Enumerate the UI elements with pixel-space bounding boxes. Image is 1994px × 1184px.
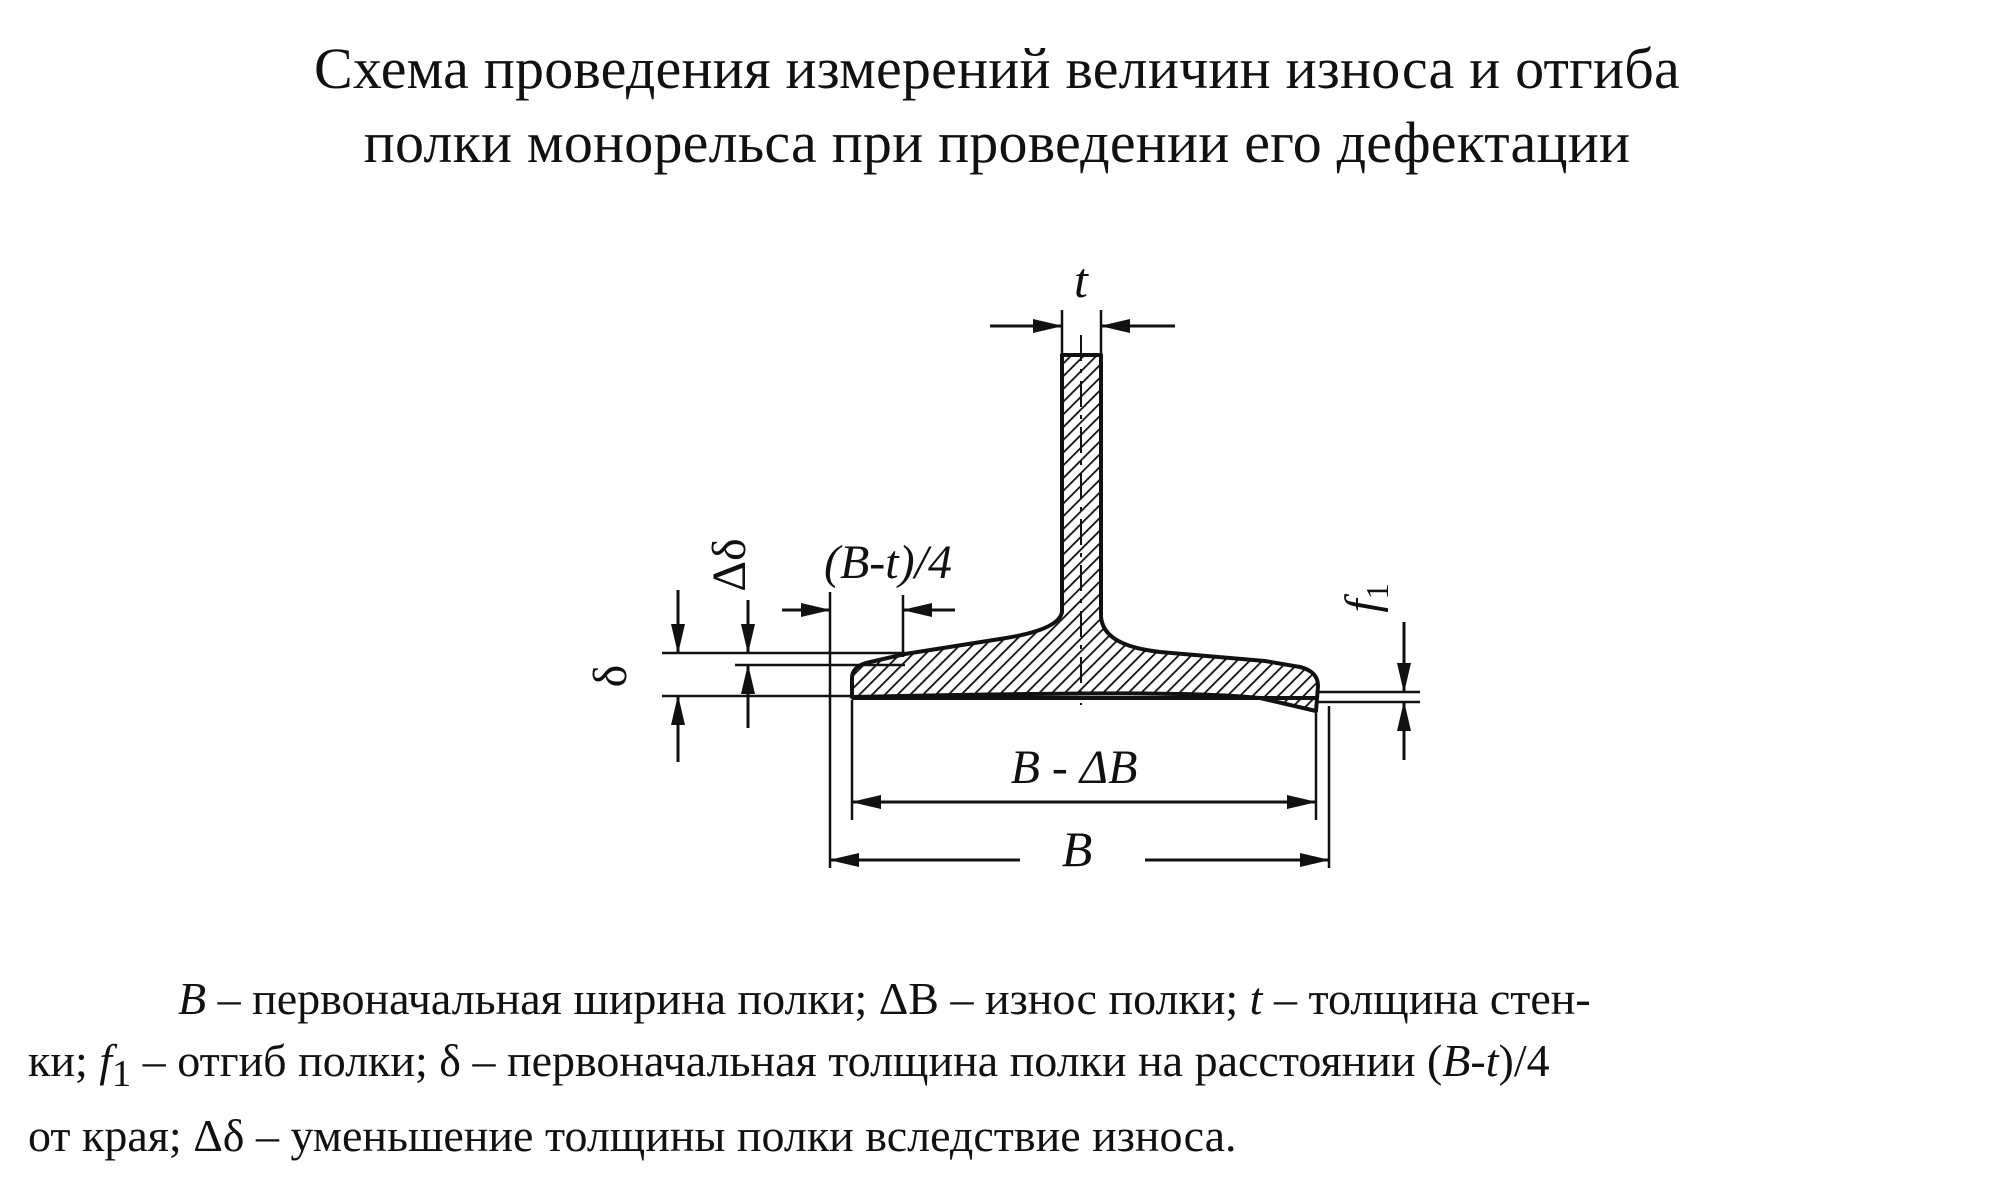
label-t: t bbox=[1074, 252, 1089, 308]
label-delta: δ bbox=[584, 665, 637, 688]
label-delta-delta: Δδ bbox=[703, 538, 756, 591]
caption-legend: B – первоначальная ширина полки; ΔB – из… bbox=[28, 968, 1978, 1167]
caption-segment: B bbox=[178, 973, 207, 1024]
caption-segment: – толщина стен- bbox=[1262, 973, 1591, 1024]
caption-segment: t bbox=[1249, 973, 1263, 1024]
original-width-dimension: B bbox=[829, 706, 1331, 877]
caption-segment: от края; Δδ – уменьшение толщины полки в… bbox=[28, 1110, 1237, 1162]
flange-bend-dimension: f1 bbox=[1318, 583, 1420, 760]
caption-segment: – отгиб полки; δ – первоначальная толщин… bbox=[131, 1035, 1443, 1086]
caption-segment: B bbox=[1442, 1035, 1471, 1086]
flange-thickness-dimension: δ Δδ bbox=[584, 538, 905, 762]
label-quarter-distance: (B-t)/4 bbox=[824, 536, 952, 589]
caption-segment: )/4 bbox=[1498, 1035, 1550, 1086]
label-worn-width: B - ΔB bbox=[1011, 741, 1138, 794]
rail-profile bbox=[850, 335, 1320, 713]
page-title: Схема проведения измерений величин износ… bbox=[0, 32, 1994, 180]
caption-line-2: ки; f1 – отгиб полки; δ – первоначальная… bbox=[28, 1030, 1978, 1105]
caption-segment: ки; bbox=[28, 1035, 100, 1086]
caption-segment: - bbox=[1470, 1035, 1486, 1086]
label-f1: f1 bbox=[1336, 583, 1395, 612]
caption-segment: – первоначальная ширина полки; ΔB – изно… bbox=[206, 973, 1250, 1024]
caption-line-3: от края; Δδ – уменьшение толщины полки в… bbox=[28, 1105, 1978, 1167]
caption-segment: f bbox=[99, 1035, 113, 1086]
title-line-2: полки монорельса при проведении его дефе… bbox=[363, 110, 1631, 175]
rail-section-shape bbox=[850, 353, 1320, 713]
web-thickness-dimension: t bbox=[990, 252, 1175, 355]
title-line-1: Схема проведения измерений величин износ… bbox=[314, 36, 1680, 101]
caption-line-1: B – первоначальная ширина полки; ΔB – из… bbox=[28, 968, 1978, 1030]
quarter-distance-dimension: (B-t)/4 bbox=[782, 536, 955, 868]
label-f1-subscript: 1 bbox=[1359, 583, 1395, 599]
label-width: B bbox=[1062, 821, 1093, 877]
worn-width-dimension: B - ΔB bbox=[850, 700, 1318, 820]
caption-segment: 1 bbox=[112, 1053, 132, 1096]
caption-segment: t bbox=[1485, 1035, 1499, 1086]
